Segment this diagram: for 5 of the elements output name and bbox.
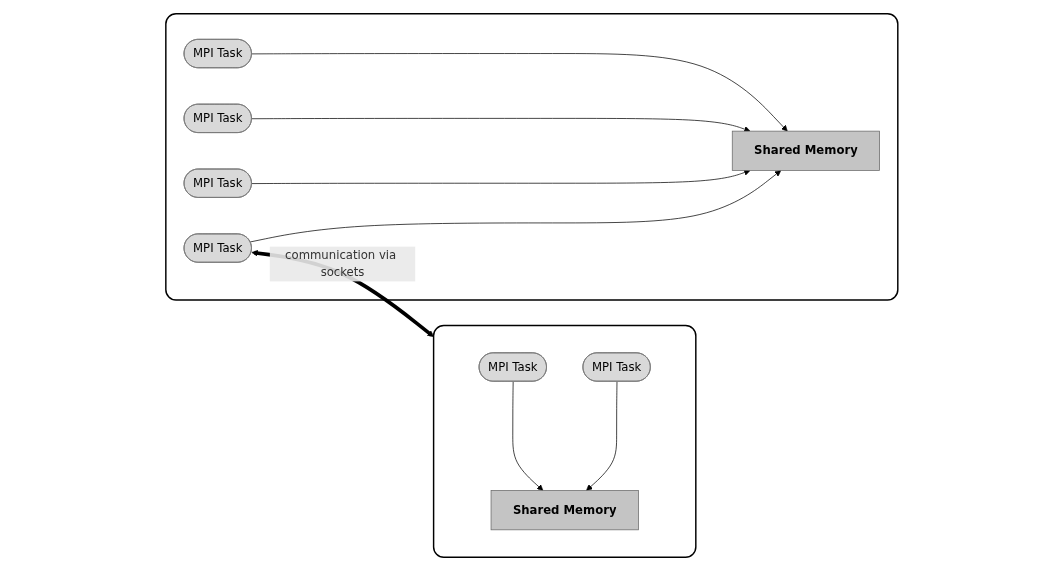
edge-label: communication via sockets bbox=[285, 248, 397, 280]
cluster bbox=[165, 13, 899, 301]
node-box: Shared Memory bbox=[490, 490, 639, 531]
cluster bbox=[433, 324, 697, 558]
node-box: Shared Memory bbox=[732, 130, 881, 171]
